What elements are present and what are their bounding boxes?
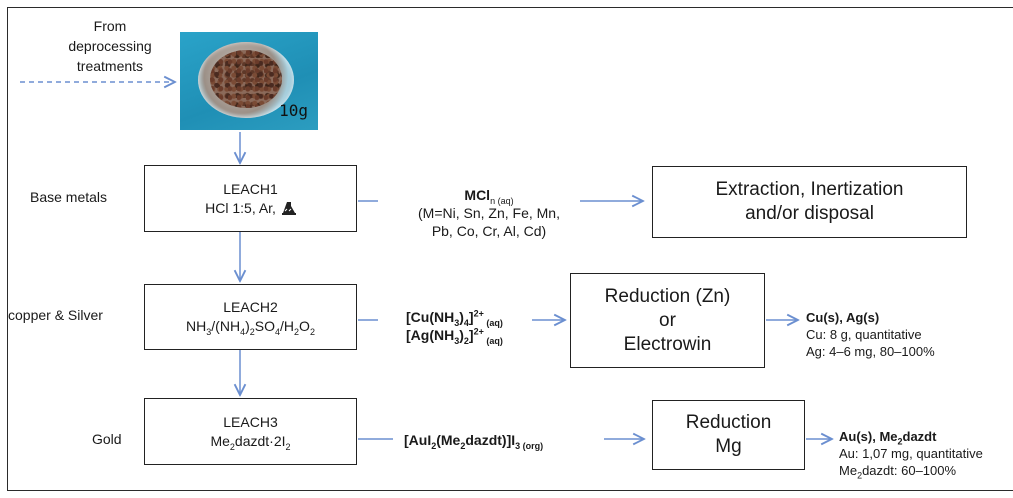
leach1-reagent: HCl 1:5, Ar, <box>205 199 296 218</box>
source-label: From deprocessing treatments <box>68 18 152 74</box>
stage-label-gold: Gold <box>92 431 122 447</box>
leach1-box: LEACH1 HCl 1:5, Ar, <box>144 165 357 232</box>
au-result: Au(s), Me2dazdt Au: 1,07 mg, quantitativ… <box>839 429 983 481</box>
reduction-zn-box: Reduction (Zn) or Electrowin <box>570 273 765 368</box>
leach3-box: LEACH3 Me2dazdt·2I2 <box>144 398 357 465</box>
extraction-box: Extraction, Inertization and/or disposal <box>652 166 967 238</box>
reduction-mg-box: Reduction Mg <box>652 400 805 470</box>
cu-ag-complexes: [Cu(NH3)4]2+ (aq) [Ag(NH3)2]2+ (aq) <box>406 308 503 346</box>
sample-grains <box>210 50 282 108</box>
cu-ag-result: Cu(s), Ag(s) Cu: 8 g, quantitative Ag: 4… <box>806 310 935 359</box>
leach2-title: LEACH2 <box>223 299 278 315</box>
sample-mass-label: 10g <box>279 101 308 120</box>
leach1-title: LEACH1 <box>223 180 278 197</box>
mcl-product: MCln (aq) (M=Ni, Sn, Zn, Fe, Mn, Pb, Co,… <box>418 187 560 239</box>
heating-flask-icon <box>281 201 296 215</box>
stage-label-base-metals: Base metals <box>30 189 108 205</box>
leach3-reagent: Me2dazdt·2I2 <box>210 432 291 452</box>
leach2-reagent: NH3/(NH4)2SO4/H2O2 <box>186 318 315 337</box>
aui2-complex: [AuI2(Me2dazdt)]I3 (org) <box>404 432 544 451</box>
sample-photo: 10g <box>180 32 318 130</box>
leach3-title: LEACH3 <box>223 413 278 430</box>
leach2-box: LEACH2 NH3/(NH4)2SO4/H2O2 <box>144 284 357 350</box>
figure-frame <box>7 7 1013 491</box>
stage-label-copper-silver: copper & Silver <box>8 307 103 323</box>
